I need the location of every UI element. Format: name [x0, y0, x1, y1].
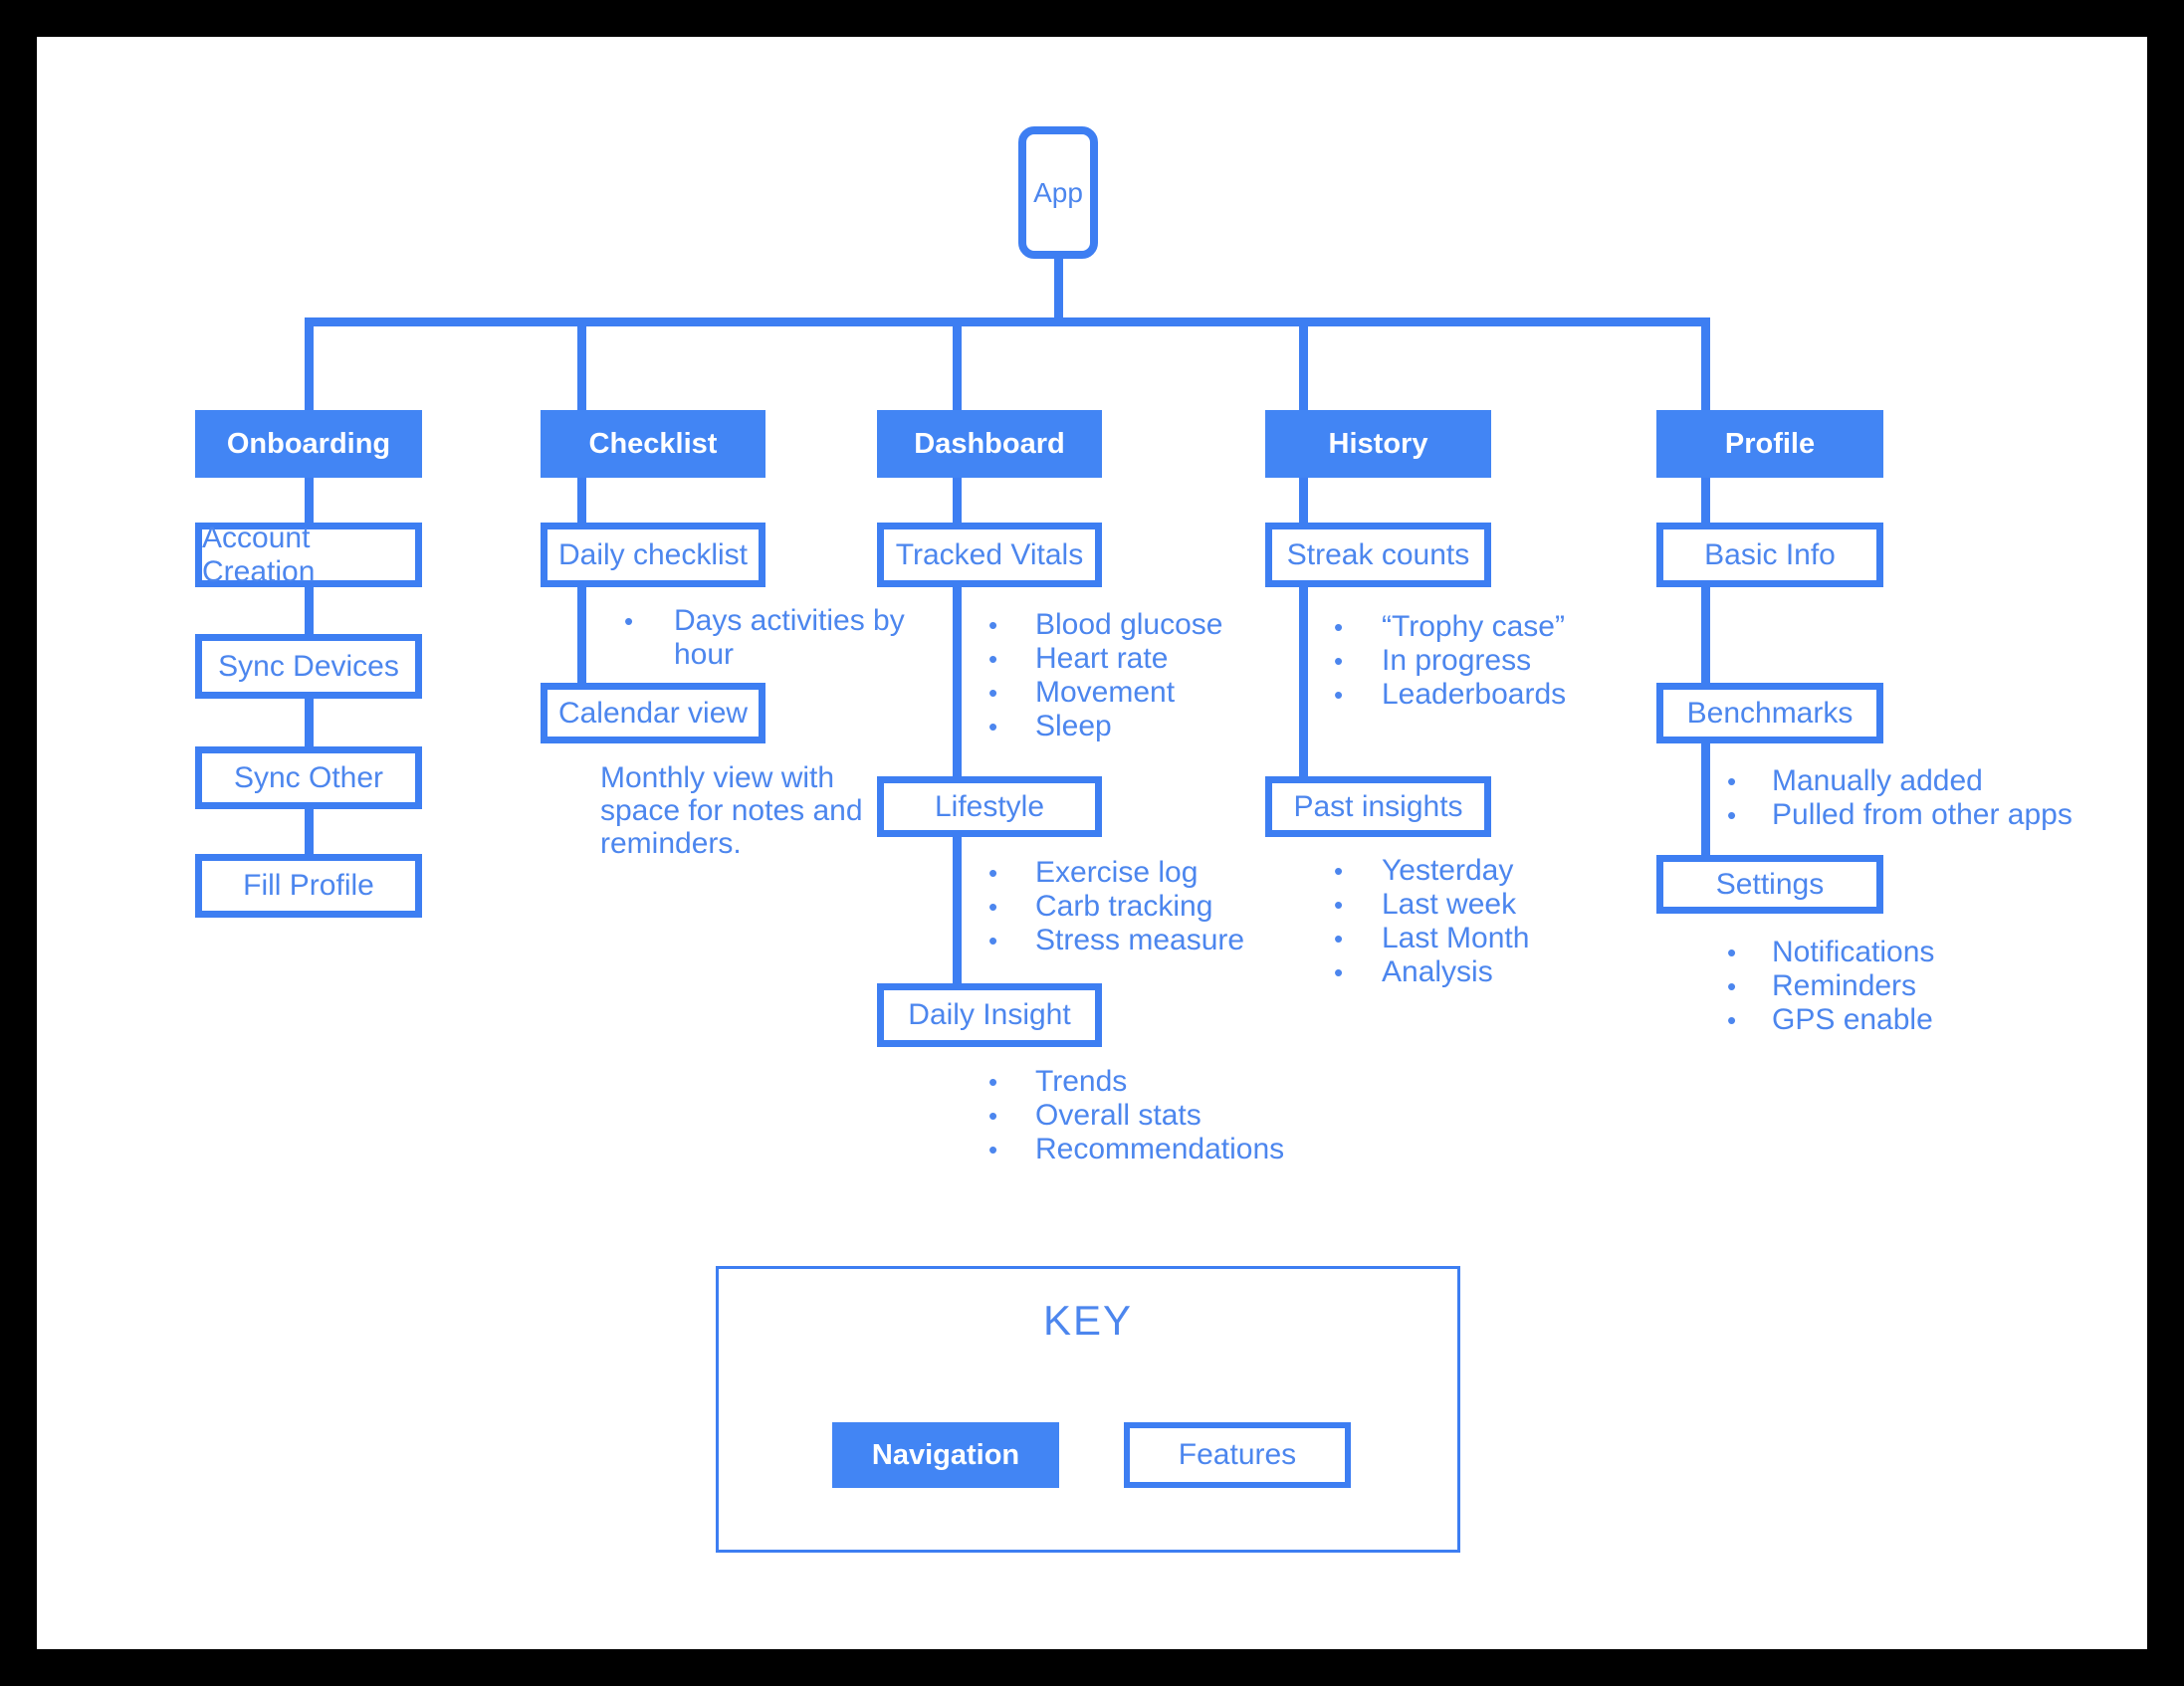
feature-daily-checklist: Daily checklist	[541, 523, 765, 587]
tracked-vitals-bullet-list: Blood glucose Heart rate Movement Sleep	[988, 608, 1334, 743]
key-panel: KEY Navigation Features	[716, 1266, 1460, 1553]
app-root-node: App	[1018, 126, 1098, 259]
nav-profile: Profile	[1656, 410, 1883, 478]
benchmarks-bullet-list: Manually added Pulled from other apps	[1727, 764, 2110, 832]
onboarding-spine	[305, 317, 314, 858]
streak-counts-bullet-list: “Trophy case” In progress Leaderboards	[1334, 610, 1680, 712]
checklist-bullet-list: Days activities by hour	[624, 604, 933, 672]
bullet-item: Overall stats	[988, 1099, 1334, 1133]
bullet-item: Last Month	[1334, 922, 1680, 955]
feature-account-creation: Account Creation	[195, 522, 422, 588]
bullet-item: Recommendations	[988, 1133, 1334, 1166]
bullet-item: Trends	[988, 1065, 1334, 1099]
bullet-item: Leaderboards	[1334, 678, 1680, 712]
nav-onboarding: Onboarding	[195, 410, 422, 478]
feature-calendar-view: Calendar view	[541, 683, 765, 743]
settings-bullet-list: Notifications Reminders GPS enable	[1727, 936, 2110, 1037]
feature-basic-info: Basic Info	[1656, 523, 1883, 587]
bullet-item: Pulled from other apps	[1727, 798, 2110, 832]
bullet-item: Manually added	[1727, 764, 2110, 798]
bullet-item: Yesterday	[1334, 854, 1680, 888]
bullet-item: Analysis	[1334, 955, 1680, 989]
checklist-spine	[577, 317, 586, 687]
daily-insight-bullet-list: Trends Overall stats Recommendations	[988, 1065, 1334, 1166]
bullet-item: Reminders	[1727, 969, 2110, 1003]
checklist-note: Monthly view with space for notes and re…	[600, 761, 863, 860]
bullet-item: GPS enable	[1727, 1003, 2110, 1037]
feature-tracked-vitals: Tracked Vitals	[877, 523, 1102, 587]
bullet-item: Movement	[988, 676, 1334, 710]
key-navigation-sample: Navigation	[832, 1422, 1059, 1488]
bullet-item: Carb tracking	[988, 890, 1334, 924]
nav-checklist: Checklist	[541, 410, 765, 478]
bullet-item: “Trophy case”	[1334, 610, 1680, 644]
dashboard-spine	[953, 317, 962, 987]
profile-spine	[1701, 317, 1710, 859]
bullet-item: Blood glucose	[988, 608, 1334, 642]
bullet-item: In progress	[1334, 644, 1680, 678]
key-title: KEY	[1042, 1297, 1134, 1344]
nav-history: History	[1265, 410, 1491, 478]
top-horizontal-connector	[305, 317, 1710, 326]
app-stem-connector	[1054, 259, 1063, 326]
bullet-item: Days activities by hour	[624, 604, 933, 672]
bullet-item: Last week	[1334, 888, 1680, 922]
nav-dashboard: Dashboard	[877, 410, 1102, 478]
feature-settings: Settings	[1656, 855, 1883, 914]
feature-daily-insight: Daily Insight	[877, 983, 1102, 1047]
feature-benchmarks: Benchmarks	[1656, 683, 1883, 743]
bullet-item: Exercise log	[988, 856, 1334, 890]
past-insights-bullet-list: Yesterday Last week Last Month Analysis	[1334, 854, 1680, 989]
feature-past-insights: Past insights	[1265, 776, 1491, 837]
bullet-item: Heart rate	[988, 642, 1334, 676]
feature-sync-devices: Sync Devices	[195, 634, 422, 699]
feature-lifestyle: Lifestyle	[877, 776, 1102, 837]
key-features-sample: Features	[1124, 1422, 1351, 1488]
diagram-canvas: App Onboarding Account Creation Sync Dev…	[37, 37, 2147, 1649]
lifestyle-bullet-list: Exercise log Carb tracking Stress measur…	[988, 856, 1334, 957]
bullet-item: Notifications	[1727, 936, 2110, 969]
feature-sync-other: Sync Other	[195, 746, 422, 809]
feature-streak-counts: Streak counts	[1265, 523, 1491, 587]
bullet-item: Stress measure	[988, 924, 1334, 957]
bullet-item: Sleep	[988, 710, 1334, 743]
feature-fill-profile: Fill Profile	[195, 854, 422, 918]
